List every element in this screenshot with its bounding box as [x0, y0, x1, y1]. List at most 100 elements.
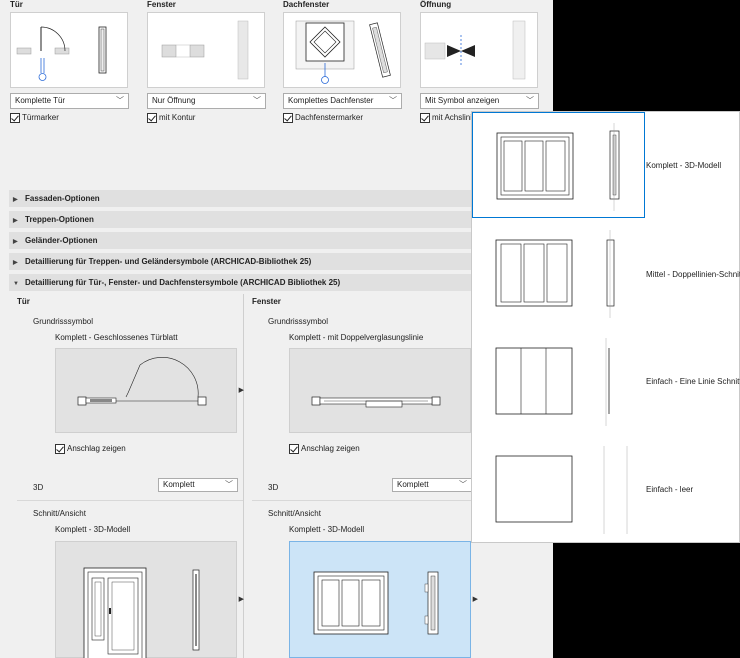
window-plan-symbol — [311, 396, 441, 408]
window-column: Fenster Nur Öffnung ﹀ mit Kontur — [147, 0, 267, 124]
skylight-select-value: Komplettes Dachfenster — [288, 96, 374, 105]
section-facade-options[interactable]: ▶ Fassaden-Optionen — [9, 190, 553, 207]
popup-option-simple-empty[interactable] — [472, 436, 740, 542]
popup-option-label: Komplett - 3D-Modell — [646, 161, 722, 170]
opening-select-value: Mit Symbol anzeigen — [425, 96, 500, 105]
opening-axis-label: mit Achslinie — [432, 113, 477, 122]
door-section-label: Schnitt/Ansicht — [33, 509, 86, 518]
chevron-down-icon: ﹀ — [526, 96, 534, 105]
popup-option-medium-double[interactable] — [472, 220, 740, 326]
door-marker-checkbox[interactable]: Türmarker — [10, 112, 130, 124]
skylight-thumbnail[interactable] — [283, 12, 401, 88]
opening-thumbnail[interactable] — [420, 12, 538, 88]
section-label: Geländer-Optionen — [25, 236, 98, 245]
chevron-down-icon: ﹀ — [225, 480, 233, 489]
door-3d-select[interactable]: Komplett﹀ — [158, 478, 238, 492]
door-3d-label: 3D — [33, 483, 44, 492]
section-label: Treppen-Optionen — [25, 215, 94, 224]
chevron-down-icon: ﹀ — [389, 96, 397, 105]
window-contour-label: mit Kontur — [159, 113, 196, 122]
divider — [17, 500, 243, 501]
window-plan-value: Komplett - mit Doppelverglasungslinie — [289, 333, 424, 342]
door-plan-value: Komplett - Geschlossenes Türblatt — [55, 333, 178, 342]
window-plan-label: Grundrisssymbol — [268, 317, 329, 326]
triangle-right-icon: ▶ — [13, 197, 18, 203]
door-title: Tür — [10, 0, 23, 9]
triangle-right-icon: ▶ — [13, 239, 18, 245]
window-elevation-symbol — [313, 571, 439, 635]
opening-column: Öffnung Mit Symbol anzeigen ﹀ mit Achslin… — [420, 0, 540, 124]
skylight-select[interactable]: Komplettes Dachfenster ﹀ — [283, 93, 402, 109]
door-plan-icon — [16, 26, 107, 81]
triangle-right-icon: ▶ — [13, 218, 18, 224]
popup-option-simple-single[interactable] — [472, 328, 740, 434]
door-swing-label: Anschlag zeigen — [67, 444, 126, 453]
door-elevation-symbol — [83, 567, 200, 658]
section-label: Detaillierung für Treppen- und Geländers… — [25, 257, 312, 266]
divider — [252, 500, 472, 501]
skylight-marker-checkbox[interactable]: Dachfenstermarker — [283, 112, 403, 124]
checkbox-icon — [147, 112, 157, 123]
door-section-value: Komplett - 3D-Modell — [55, 525, 131, 534]
chevron-down-icon: ﹀ — [459, 480, 467, 489]
section-stair-railing-detail[interactable]: ▶ Detaillierung für Treppen- und Geländer… — [9, 253, 553, 270]
window-select[interactable]: Nur Öffnung ﹀ — [147, 93, 266, 109]
door-marker-label: Türmarker — [22, 113, 59, 122]
popup-option-label: Mittel - Doppellinien-Schnitt — [646, 270, 740, 279]
section-label: Detaillierung für Tür-, Fenster- und Dac… — [25, 278, 341, 287]
door-header: Tür — [17, 297, 30, 306]
column-divider — [243, 294, 244, 658]
window-title: Fenster — [147, 0, 176, 9]
opening-axis-checkbox[interactable]: mit Achslinie — [420, 112, 540, 124]
window-section-label: Schnitt/Ansicht — [268, 509, 321, 518]
window-plan-preview[interactable]: ▶ — [289, 348, 478, 433]
triangle-right-icon: ▶ — [238, 386, 244, 394]
triangle-right-icon: ▶ — [238, 595, 244, 603]
chevron-down-icon: ﹀ — [116, 96, 124, 105]
door-plan-label: Grundrisssymbol — [33, 317, 94, 326]
simple-single-thumbnail — [495, 338, 610, 426]
checkbox-icon — [55, 443, 65, 454]
window-contour-checkbox[interactable]: mit Kontur — [147, 112, 267, 124]
opening-select[interactable]: Mit Symbol anzeigen ﹀ — [420, 93, 539, 109]
section-stair-options[interactable]: ▶ Treppen-Optionen — [9, 211, 553, 228]
window-select-value: Nur Öffnung — [152, 96, 196, 105]
window-plan-icon — [161, 20, 249, 80]
window-swing-label: Anschlag zeigen — [301, 444, 360, 453]
door-column: Tür Komplette Tür ﹀ Türmarker — [10, 0, 130, 124]
chevron-down-icon: ﹀ — [253, 96, 261, 105]
door-select-value: Komplette Tür — [15, 96, 66, 105]
skylight-marker-label: Dachfenstermarker — [295, 113, 364, 122]
door-thumbnail[interactable] — [10, 12, 128, 88]
door-select[interactable]: Komplette Tür ﹀ — [10, 93, 129, 109]
window-section-preview[interactable]: ▶ — [289, 541, 478, 658]
section-symbol-popup: Komplett - 3D-Modell Mittel - Doppellini… — [471, 111, 740, 543]
simple-empty-thumbnail — [495, 446, 628, 534]
checkbox-icon — [10, 112, 20, 123]
door-plan-symbol — [77, 357, 207, 406]
window-swing-checkbox[interactable]: Anschlag zeigen — [289, 443, 360, 455]
section-railing-options[interactable]: ▶ Geländer-Optionen — [9, 232, 553, 249]
opening-title: Öffnung — [420, 0, 452, 9]
popup-option-label: Einfach - Eine Linie Schnitt — [646, 377, 740, 386]
popup-option-complete-3d[interactable] — [472, 112, 645, 218]
checkbox-icon — [420, 112, 430, 123]
triangle-right-icon: ▶ — [13, 260, 18, 266]
skylight-column: Dachfenster Komplettes Dachfenster ﹀ Dach… — [283, 0, 403, 124]
section-door-window-detail[interactable]: ▼Detaillierung für Tür-, Fenster- und Da… — [9, 274, 553, 291]
window-thumbnail[interactable] — [147, 12, 265, 88]
door-swing-checkbox[interactable]: Anschlag zeigen — [55, 443, 126, 455]
skylight-plan-icon — [295, 20, 391, 84]
door-section-preview[interactable]: ▶ — [55, 541, 244, 658]
complete-3d-thumbnail — [496, 123, 620, 211]
window-header: Fenster — [252, 297, 281, 306]
opening-plan-icon — [424, 20, 526, 80]
skylight-title: Dachfenster — [283, 0, 330, 9]
window-3d-value: Komplett — [397, 480, 429, 489]
window-3d-label: 3D — [268, 483, 279, 492]
window-3d-select[interactable]: Komplett ﹀ — [392, 478, 472, 492]
settings-panel: Tür Komplette Tür ﹀ Türmarker Fenster — [0, 0, 553, 658]
checkbox-icon — [289, 443, 299, 454]
section-label: Fassaden-Optionen — [25, 194, 100, 203]
door-plan-preview[interactable]: ▶ — [55, 348, 244, 433]
